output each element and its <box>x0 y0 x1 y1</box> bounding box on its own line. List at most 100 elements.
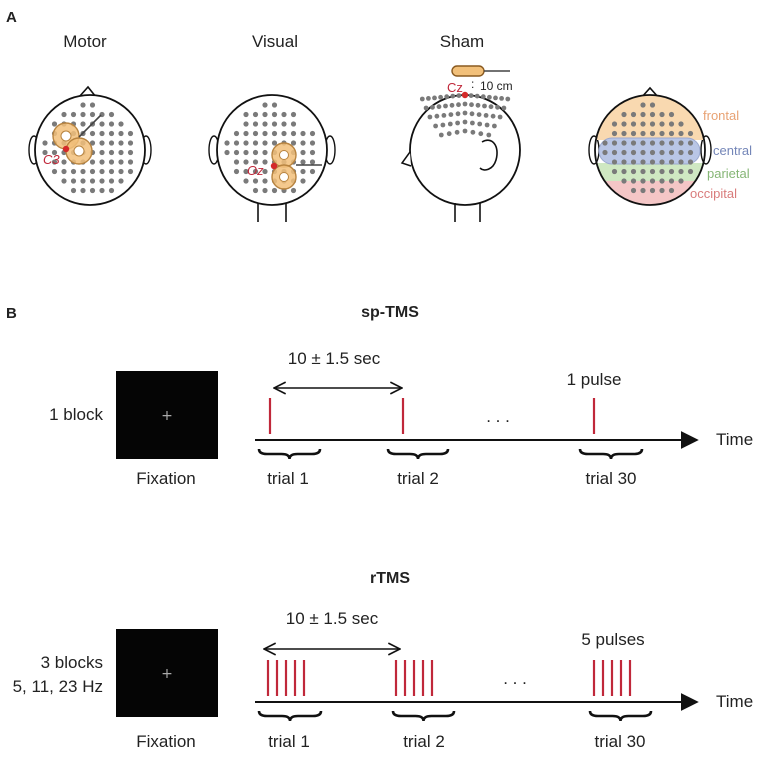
electrode-dot <box>70 111 77 118</box>
ellipsis: . . . <box>503 669 527 688</box>
electrode-dot <box>99 168 105 175</box>
electrode-dot <box>427 114 433 120</box>
electrode-dot <box>470 129 476 135</box>
electrode-dot <box>118 178 124 184</box>
electrode-dot <box>70 187 77 194</box>
electrode-dot <box>80 102 86 108</box>
electrode-marker <box>62 145 70 153</box>
electrode-dot <box>300 149 306 156</box>
fixation-screen <box>116 629 218 717</box>
electrode-dot <box>438 132 444 138</box>
electrode-dot <box>659 168 665 175</box>
sp-tms-protocol: sp-TMS 1 block + Fixation 10 ± 1.5 sec T… <box>49 304 753 488</box>
electrode-dot <box>89 187 96 194</box>
electrode-dot <box>108 121 115 127</box>
electrode-dot <box>446 131 452 137</box>
electrode-dot <box>640 140 646 146</box>
electrode-dot <box>243 168 249 175</box>
electrode-dot <box>118 159 124 165</box>
electrode-dot <box>483 113 489 118</box>
coil-distance-label: 10 cm <box>480 79 513 93</box>
electrode-dot <box>252 140 259 146</box>
electrode-dot <box>444 94 450 100</box>
electrode-dot <box>99 130 105 137</box>
electrode-dot <box>224 149 230 156</box>
electrode-dot <box>621 149 627 156</box>
panel-a-label: A <box>6 9 17 26</box>
electrode-dot <box>99 149 105 156</box>
electrode-dot <box>649 102 656 108</box>
electrode-dot <box>309 130 316 137</box>
fixation-label: Fixation <box>136 732 196 751</box>
trial-label: trial 30 <box>585 469 636 488</box>
electrode-dot <box>640 130 646 137</box>
electrode-dot <box>497 114 503 120</box>
electrode-dot <box>233 130 240 137</box>
trial-label: trial 2 <box>403 732 445 751</box>
electrode-dot <box>89 140 96 146</box>
trial-label: trial 30 <box>594 732 645 751</box>
electrode-dot <box>262 102 268 108</box>
electrode-dot <box>668 130 675 137</box>
electrode-dot <box>687 140 694 146</box>
electrode-dot <box>495 104 500 110</box>
electrode-dot <box>80 168 86 175</box>
electrode-dot <box>630 121 637 127</box>
electrode-dot <box>127 130 134 137</box>
electrode-dot <box>290 187 297 194</box>
trial-braces <box>257 710 653 722</box>
electrode-dot <box>611 159 618 165</box>
electrode-dot <box>493 95 498 101</box>
electrode-dot <box>448 112 454 117</box>
electrode-dot <box>309 140 316 146</box>
sham-title: Sham <box>440 32 484 51</box>
electrode-dot <box>118 140 124 146</box>
electrode-dot <box>127 159 134 165</box>
block-text: 3 blocks <box>41 653 103 672</box>
electrode-dot <box>492 123 497 129</box>
electrode-dot <box>252 178 259 184</box>
electrode-dot <box>271 130 278 137</box>
electrode-dot <box>262 140 268 146</box>
electrode-dot <box>271 102 278 108</box>
electrode-dot <box>70 178 77 184</box>
electrode-dot <box>243 140 249 146</box>
electrode-dot <box>262 159 268 165</box>
electrode-dot <box>108 178 115 184</box>
electrode-dot <box>51 121 58 127</box>
electrode-marker <box>270 162 278 170</box>
electrode-dot <box>89 178 96 184</box>
electrode-dot <box>233 140 240 146</box>
panel-b-label: B <box>6 305 17 322</box>
electrode-dot <box>678 149 684 156</box>
electrode-dot <box>99 187 105 194</box>
electrode-dot <box>480 94 486 100</box>
interval-label: 10 ± 1.5 sec <box>286 609 379 628</box>
electrode-dot <box>678 130 684 137</box>
electrode-dot <box>659 187 665 194</box>
electrode-dot <box>61 178 67 184</box>
electrode-dot <box>426 96 431 101</box>
electrode-dot <box>252 130 259 137</box>
electrode-dot <box>474 93 480 99</box>
electrode-dot <box>127 140 134 146</box>
electrode-dot <box>649 187 656 194</box>
electrode-dot <box>501 105 507 111</box>
region-label-occipital: occipital <box>690 186 737 201</box>
electrode-dot <box>659 111 665 118</box>
electrode-dot <box>602 149 608 156</box>
electrode-dot <box>300 140 306 146</box>
region-label-frontal: frontal <box>703 108 739 123</box>
electrode-dot <box>80 187 86 194</box>
electrode-dot <box>611 168 618 175</box>
fixation-label: Fixation <box>136 469 196 488</box>
electrode-dot <box>430 104 435 110</box>
electrode-dot <box>475 102 481 108</box>
pulse-group <box>266 660 632 696</box>
pulse-group <box>268 398 596 434</box>
electrode-dot <box>630 178 637 184</box>
block-frequency-text: 5, 11, 23 Hz <box>13 677 103 696</box>
electrode-dot <box>487 94 492 100</box>
electrode-dot <box>659 159 665 165</box>
